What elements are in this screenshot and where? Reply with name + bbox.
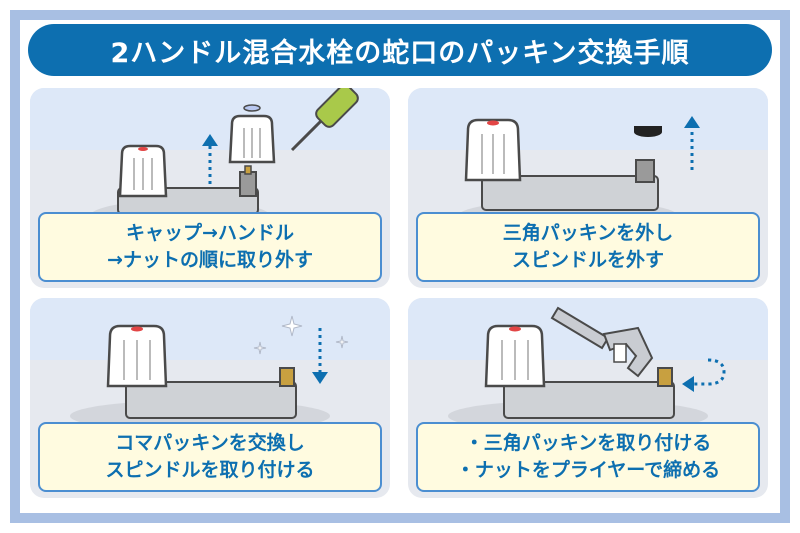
step-2-line-2: スピンドルを外す xyxy=(511,249,664,271)
step-2-line-1: 三角パッキンを外し xyxy=(502,222,674,244)
step-4-line-1: ・三角パッキンを取り付ける xyxy=(464,432,712,454)
step-1-line-2: →ナットの順に取り外す xyxy=(107,249,313,271)
rotate-arrow-icon xyxy=(682,358,726,392)
step-3-caption: コマパッキンを交換しスピンドルを取り付ける xyxy=(38,422,382,492)
faucet-handle-icon xyxy=(118,144,168,198)
step-1-caption: キャップ→ハンドル →ナットの順に取り外す xyxy=(38,212,382,282)
panel-background xyxy=(30,298,390,360)
step-2-caption: 三角パッキンを外しスピンドルを外す xyxy=(416,212,760,282)
step-4-line-2: ・ナットをプライヤーで締める xyxy=(455,459,721,481)
down-arrow-icon xyxy=(312,328,328,384)
removed-handle-icon xyxy=(228,104,276,164)
faucet-handle-icon xyxy=(464,118,522,182)
up-arrow-icon xyxy=(202,134,218,184)
step-panel-2: 三角パッキンを外しスピンドルを外す xyxy=(408,88,768,288)
faucet-handle-icon xyxy=(484,324,546,388)
step-panel-4: ・三角パッキンを取り付ける・ナットをプライヤーで締める xyxy=(408,298,768,498)
step-panel-1: キャップ→ハンドル →ナットの順に取り外す xyxy=(30,88,390,288)
step-3-line-2: スピンドルを取り付ける xyxy=(105,459,315,481)
step-4-caption: ・三角パッキンを取り付ける・ナットをプライヤーで締める xyxy=(416,422,760,492)
sparkle-icon xyxy=(253,315,349,355)
screwdriver-icon xyxy=(290,88,359,152)
step-3-line-1: コマパッキンを交換し xyxy=(115,432,305,454)
up-arrow-icon xyxy=(684,116,700,170)
step-1-line-1: キャップ→ハンドル xyxy=(126,222,294,244)
triangle-packing-icon xyxy=(634,126,662,137)
step-panel-3: コマパッキンを交換しスピンドルを取り付ける xyxy=(30,298,390,498)
wrench-icon xyxy=(550,306,654,378)
title-banner: 2ハンドル混合水栓の蛇口のパッキン交換手順 xyxy=(28,24,772,76)
faucet-handle-icon xyxy=(106,324,168,388)
page-title: 2ハンドル混合水栓の蛇口のパッキン交換手順 xyxy=(110,37,690,69)
